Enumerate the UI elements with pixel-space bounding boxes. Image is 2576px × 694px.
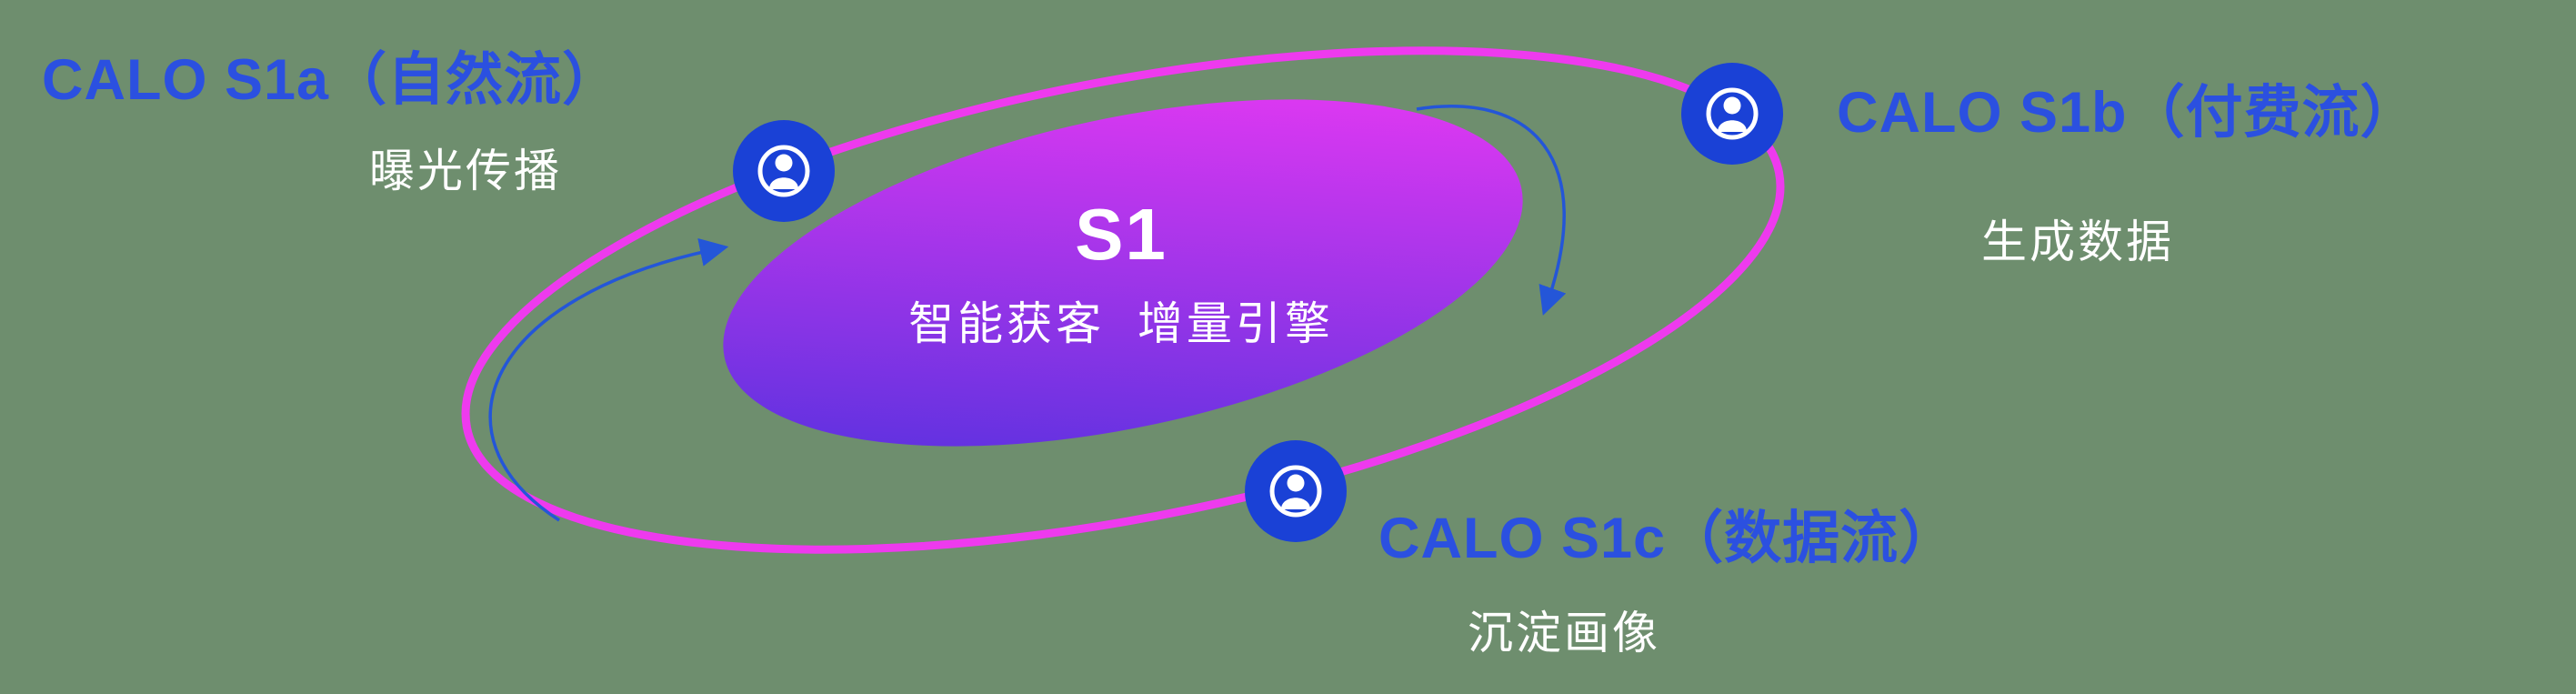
- label-s1b-subtitle: 生成数据: [1981, 216, 2174, 267]
- label-s1b-title: CALO S1b（付费流）: [1837, 81, 2419, 145]
- node-s1b: [1681, 63, 1783, 165]
- label-s1c-subtitle: 沉淀画像: [1468, 608, 1660, 659]
- orbit-ring: [461, 46, 1785, 554]
- core-title: S1: [1075, 194, 1168, 275]
- label-s1c-title: CALO S1c（数据流）: [1378, 507, 1958, 570]
- core-text-block: S1 智能获客 增量引擎: [908, 193, 1334, 353]
- arrow-right-icon: [1416, 105, 1567, 316]
- user-icon: [1706, 87, 1759, 140]
- core-ellipse: [723, 99, 1523, 447]
- user-icon: [1269, 465, 1322, 518]
- label-s1a-title: CALO S1a（自然流）: [42, 48, 621, 112]
- node-s1c: [1245, 440, 1347, 542]
- label-s1a-subtitle: 曝光传播: [369, 146, 562, 196]
- node-s1a: [733, 120, 835, 222]
- core-subtitle: 智能获客 增量引擎: [908, 298, 1334, 349]
- user-icon: [757, 145, 810, 197]
- arrow-left-icon: [488, 237, 729, 522]
